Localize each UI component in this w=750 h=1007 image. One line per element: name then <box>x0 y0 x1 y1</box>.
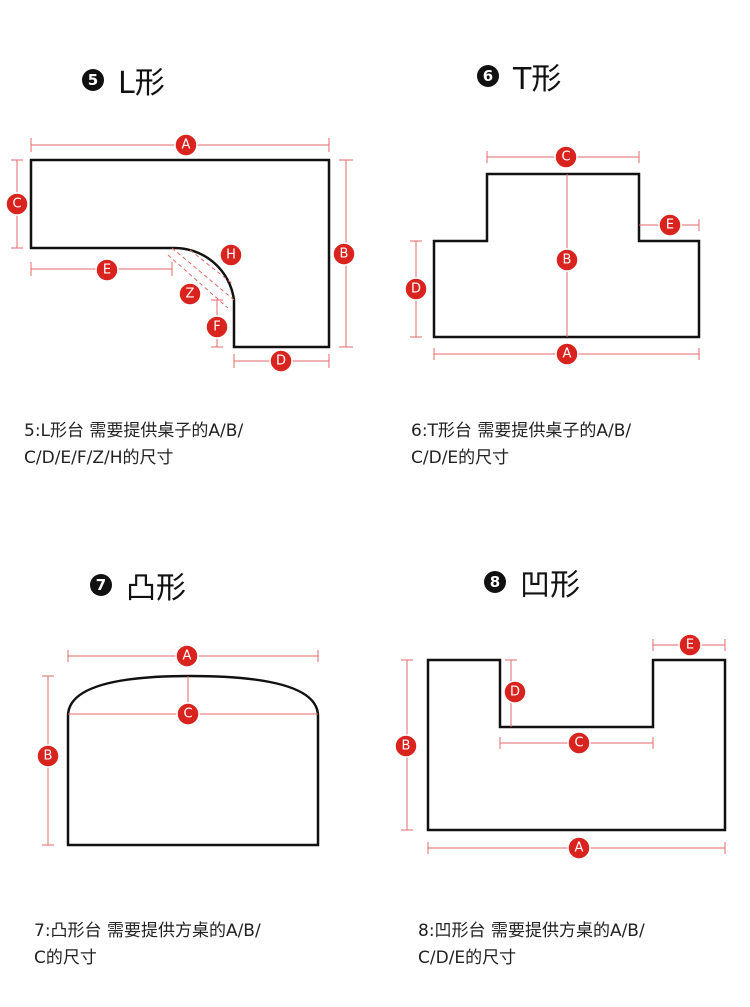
svg-text:C: C <box>561 150 570 165</box>
svg-text:H: H <box>226 248 236 263</box>
svg-text:C: C <box>574 736 583 751</box>
svg-text:D: D <box>411 282 421 297</box>
convex-label-c: C <box>176 702 200 726</box>
t-label-e: E <box>658 213 682 237</box>
t-shape-caption: 6:T形台 需要提供桌子的A/B/ C/D/E的尺寸 <box>411 421 632 468</box>
l-label-z: Z <box>178 282 202 306</box>
l-label-c: C <box>5 192 29 216</box>
svg-text:B: B <box>44 749 53 764</box>
svg-text:B: B <box>563 253 572 268</box>
number-badge-6: 6 <box>477 65 499 87</box>
t-label-a: A <box>555 342 579 366</box>
l-shape-caption: 5:L形台 需要提供桌子的A/B/ C/D/E/F/Z/H的尺寸 <box>24 421 244 468</box>
svg-text:E: E <box>103 263 111 278</box>
svg-text:A: A <box>183 649 192 664</box>
t-label-b: B <box>555 248 579 272</box>
convex-shape-outline <box>66 674 320 847</box>
l-shape-title-text: L形 <box>118 66 165 101</box>
svg-text:C: C <box>12 197 21 212</box>
svg-text:B: B <box>402 739 411 754</box>
svg-text:E: E <box>666 218 674 233</box>
svg-text:E: E <box>686 638 694 653</box>
concave-label-d: D <box>503 680 527 704</box>
svg-text:A: A <box>182 138 191 153</box>
concave-shape-diagram: E D B C A <box>394 633 727 860</box>
convex-shape-title: 7 凸形 <box>90 563 186 607</box>
svg-text:F: F <box>213 320 220 335</box>
concave-shape-title: 8 凹形 <box>484 560 580 604</box>
t-label-c: C <box>554 145 578 169</box>
concave-shape-title-text: 凹形 <box>520 568 580 603</box>
convex-shape-caption: 7:凸形台 需要提供方桌的A/B/ C的尺寸 <box>34 921 261 968</box>
l-label-h: H <box>219 243 243 267</box>
concave-shape-caption: 8:凹形台 需要提供方桌的A/B/ C/D/E的尺寸 <box>418 921 645 968</box>
number-badge-7: 7 <box>90 574 112 596</box>
t-label-d: D <box>404 277 428 301</box>
concave-label-a: A <box>567 836 591 860</box>
concave-label-b: B <box>394 734 418 758</box>
svg-text:Z: Z <box>186 287 195 302</box>
number-badge-8: 8 <box>484 571 506 593</box>
convex-shape-diagram: A C B <box>36 644 320 847</box>
t-shape-title-text: T形 <box>513 62 562 97</box>
l-shape-outline <box>29 158 331 349</box>
l-label-a: A <box>174 133 198 157</box>
svg-text:B: B <box>340 247 349 262</box>
l-shape-title: 5 L形 <box>82 58 165 102</box>
concave-label-c: C <box>567 731 591 755</box>
l-shape-diagram: A C B E H Z F D <box>5 133 356 373</box>
concave-label-e: E <box>678 633 702 657</box>
svg-text:C: C <box>183 707 192 722</box>
t-shape-title: 6 T形 <box>477 54 561 98</box>
l-label-b: B <box>332 242 356 266</box>
l-label-d: D <box>269 349 293 373</box>
svg-text:D: D <box>276 354 286 369</box>
convex-shape-title-text: 凸形 <box>126 571 186 606</box>
svg-text:D: D <box>510 685 520 700</box>
convex-label-a: A <box>175 644 199 668</box>
l-label-f: F <box>205 315 229 339</box>
convex-label-b: B <box>36 744 60 768</box>
svg-text:A: A <box>575 841 584 856</box>
l-label-e: E <box>95 258 119 282</box>
t-shape-diagram: C E B D A <box>404 145 701 366</box>
number-badge-5: 5 <box>82 69 104 91</box>
svg-text:A: A <box>563 347 572 362</box>
